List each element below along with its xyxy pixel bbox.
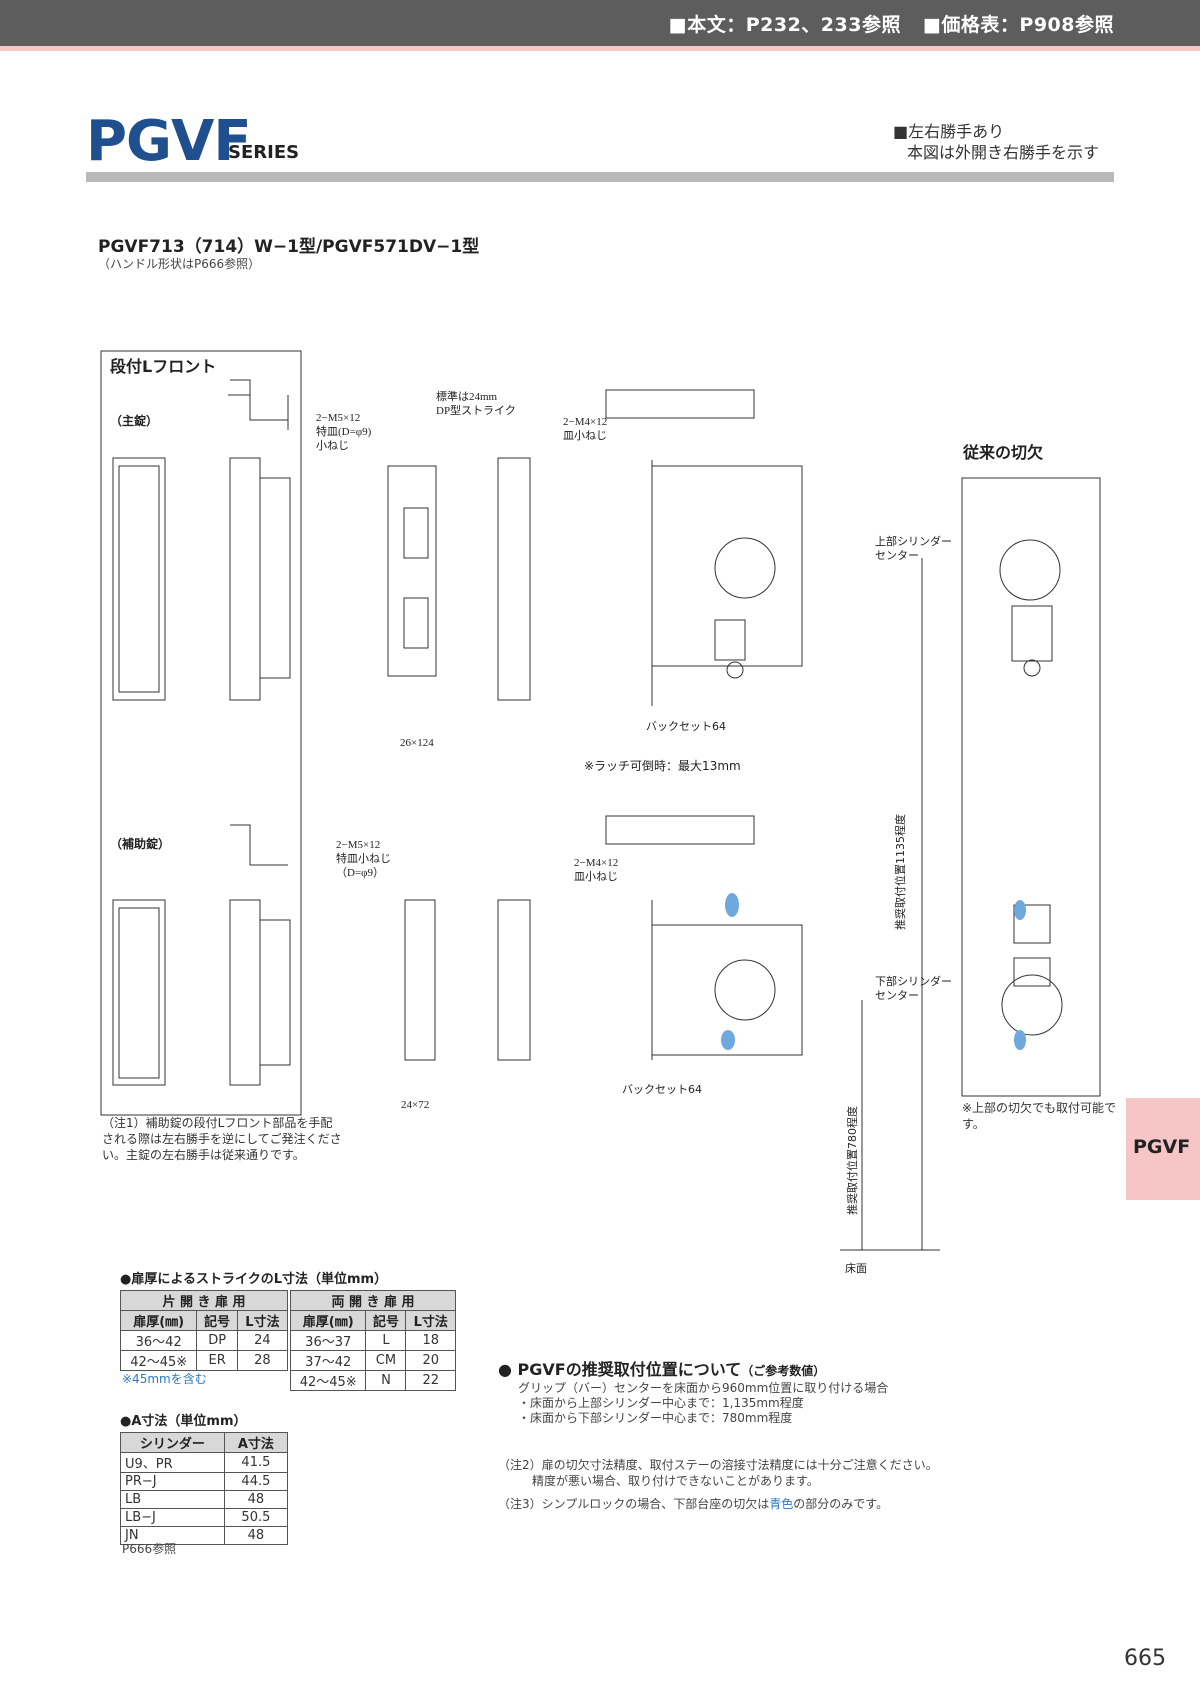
table-row: 37〜42 CM 20 <box>289 1350 456 1371</box>
header-refs: ■本文：P232、233参照 ■価格表：P908参照 <box>647 10 1114 37</box>
cutout-panel-frame <box>961 477 1101 1097</box>
strike-dp-label: DP型ストライク <box>436 403 516 417</box>
main-front-plate <box>112 457 166 701</box>
table-row: 36〜37 L 18 <box>289 1330 456 1351</box>
lower-cyl-label-2: センター <box>875 989 919 1002</box>
col-code: 記号 <box>196 1310 238 1331</box>
group-double-header: 両 開 き 扉 用 <box>290 1290 456 1311</box>
hand-notes: ■左右勝手あり 本図は外開き右勝手を示す <box>893 121 1099 163</box>
upper-cyl-label-1: 上部シリンダー <box>875 534 952 548</box>
recommend-body: グリップ（バー）センターを床面から960mm位置に取り付ける場合 ・床面から上部… <box>518 1381 889 1425</box>
note-3: （注3）シンプルロックの場合、下部台座の切欠は青色の部分のみです。 <box>498 1497 889 1511</box>
lower-cyl-label-1: 下部シリンダー <box>875 974 952 988</box>
dim-26x124: 26×124 <box>400 737 434 749</box>
upper-lock-body <box>651 465 803 667</box>
page-number: 665 <box>1124 1646 1166 1671</box>
table-row: 36〜42 DP 24 <box>119 1330 289 1351</box>
header-bar: ■本文：P232、233参照 ■価格表：P908参照 <box>0 0 1200 46</box>
hand-note-1: ■左右勝手あり <box>893 122 1005 141</box>
screw-b1: 2−M4×12 <box>563 416 607 428</box>
note-1: （注1）補助錠の段付Lフロント部品を手配される際は左右勝手を逆にしてご発注くださ… <box>102 1116 342 1162</box>
col-cylinder: シリンダー <box>120 1432 225 1453</box>
ref-price-text: ■価格表：P908参照 <box>922 14 1114 36</box>
header-accent-strip <box>0 46 1200 51</box>
latch-note: ※ラッチ可倒時：最大13mm <box>584 759 741 773</box>
col-thickness: 扉厚(㎜) <box>119 1310 198 1331</box>
lower-cylinder-top <box>605 815 755 845</box>
upper-strike-plate <box>387 465 437 677</box>
model-title: PGVF713（714）W−1型/PGVF571DV−1型 <box>98 237 480 257</box>
table-row: 42〜45※ ER 28 <box>119 1350 289 1371</box>
screw-d2: 皿小ねじ <box>574 870 618 883</box>
table-row: 42〜45※ N 22 <box>289 1370 456 1391</box>
side-tab: PGVF <box>1126 1098 1200 1200</box>
floor-label: 床面 <box>845 1261 867 1275</box>
lower-strike-plate <box>404 899 436 1061</box>
strike-table-double: 両 開 き 扉 用 扉厚(㎜) 記号 L寸法 36〜37 L 18 37〜42 … <box>289 1290 456 1391</box>
title-rule <box>86 172 1114 182</box>
cutout-title: 従来の切欠 <box>962 443 1043 462</box>
hand-note-2: 本図は外開き右勝手を示す <box>907 143 1100 162</box>
model-subtitle: （ハンドル形状はP666参照） <box>98 257 261 271</box>
series-subtitle: SERIES <box>228 142 300 163</box>
a-table-footnote: P666参照 <box>122 1542 177 1556</box>
aux-lock-label: （補助錠） <box>110 836 170 851</box>
note-2: （注2）扉の切欠寸法精度、取付ステーの溶接寸法精度には十分ご注意ください。 精度… <box>498 1458 938 1488</box>
dim-24x72: 24×72 <box>401 1099 429 1111</box>
screw-a1: 2−M5×12 <box>316 412 360 424</box>
series-title: PGVF <box>86 109 252 174</box>
strike-table-title: ●扉厚によるストライクのL寸法（単位mm） <box>120 1272 388 1287</box>
screw-c2: 特皿小ねじ <box>336 851 391 865</box>
rec1135-label: 推奨取付位置1135程度 <box>893 814 907 930</box>
group-single-header: 片 開 き 扉 用 <box>120 1290 288 1311</box>
upper-cyl-label-2: センター <box>875 549 919 562</box>
a-table-title: ●A寸法（単位mm） <box>120 1414 247 1429</box>
strike-footnote: ※45mmを含む <box>122 1372 207 1386</box>
screw-d1: 2−M4×12 <box>574 857 618 869</box>
screw-c1: 2−M5×12 <box>336 839 380 851</box>
aux-front-plate <box>112 899 166 1086</box>
screw-c3: （D=φ9） <box>336 866 384 879</box>
ref-body-text: ■本文：P232、233参照 <box>668 14 901 36</box>
screw-b2: 皿小ねじ <box>563 429 607 442</box>
upper-cylinder-top <box>605 389 755 419</box>
col-l: L寸法 <box>236 1310 289 1331</box>
panel-left-title: 段付Lフロント <box>110 357 216 376</box>
rec780-label: 推奨取付位置780程度 <box>845 1106 859 1215</box>
col-a: A寸法 <box>223 1432 289 1453</box>
side-tab-label: PGVF <box>1133 1136 1191 1158</box>
strike-std-label: 標準は24mm <box>436 389 498 403</box>
main-lock-label: （主錠） <box>110 413 158 428</box>
screw-a2: 特皿(D=φ9) <box>316 424 372 438</box>
screw-a3: 小ねじ <box>316 439 349 452</box>
left-panel-frame <box>100 350 302 1116</box>
recommend-title: ● PGVFの推奨取付位置について（ご参考数値） <box>498 1360 826 1379</box>
backset-lower: バックセット64 <box>622 1083 702 1096</box>
cutout-note: ※上部の切欠でも取付可能です。 <box>962 1101 1117 1131</box>
strike-table-single: 片 開 き 扉 用 扉厚(㎜) 記号 L寸法 36〜42 DP 24 42〜45… <box>119 1290 289 1371</box>
backset-upper: バックセット64 <box>646 720 726 733</box>
